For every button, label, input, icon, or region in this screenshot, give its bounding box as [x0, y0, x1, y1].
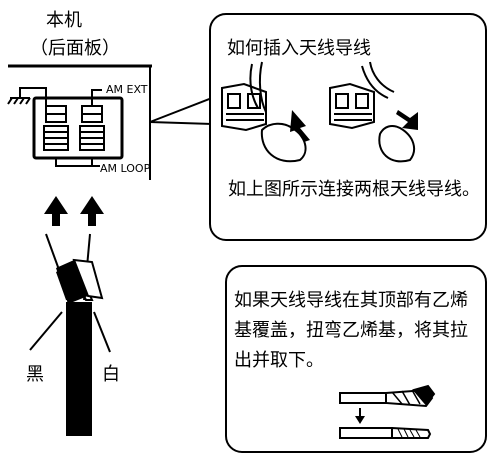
- antenna-terminal-block: [32, 89, 124, 167]
- am-loop-label: AM LOOP: [100, 162, 151, 175]
- callout-insert-title: 如何插入天线导线: [227, 38, 371, 59]
- release-arrow-icon: [396, 110, 418, 130]
- wire-label-black: 黑: [26, 364, 44, 385]
- insert-step-2-icon: [329, 61, 416, 163]
- unit-title: 本机: [46, 10, 82, 31]
- callout-strip-body: 如果天线导线在其顶部有乙烯基覆盖，扭弯乙烯基，将其拉出并取下。: [234, 290, 468, 371]
- push-arrow-icon: [290, 110, 310, 142]
- am-ext-label: AM EXT: [106, 83, 148, 96]
- wire-strip-icon: [339, 384, 436, 439]
- insert-step-1-icon: [221, 61, 307, 163]
- callout-insert-body: 如上图所示连接两根天线导线。: [228, 179, 480, 200]
- wire-label-white: 白: [102, 364, 120, 385]
- callout-pointer: [149, 96, 213, 126]
- insert-arrows-icon: [44, 196, 104, 226]
- unit-subtitle: （后面板）: [30, 38, 120, 59]
- antenna-wire: [29, 233, 111, 436]
